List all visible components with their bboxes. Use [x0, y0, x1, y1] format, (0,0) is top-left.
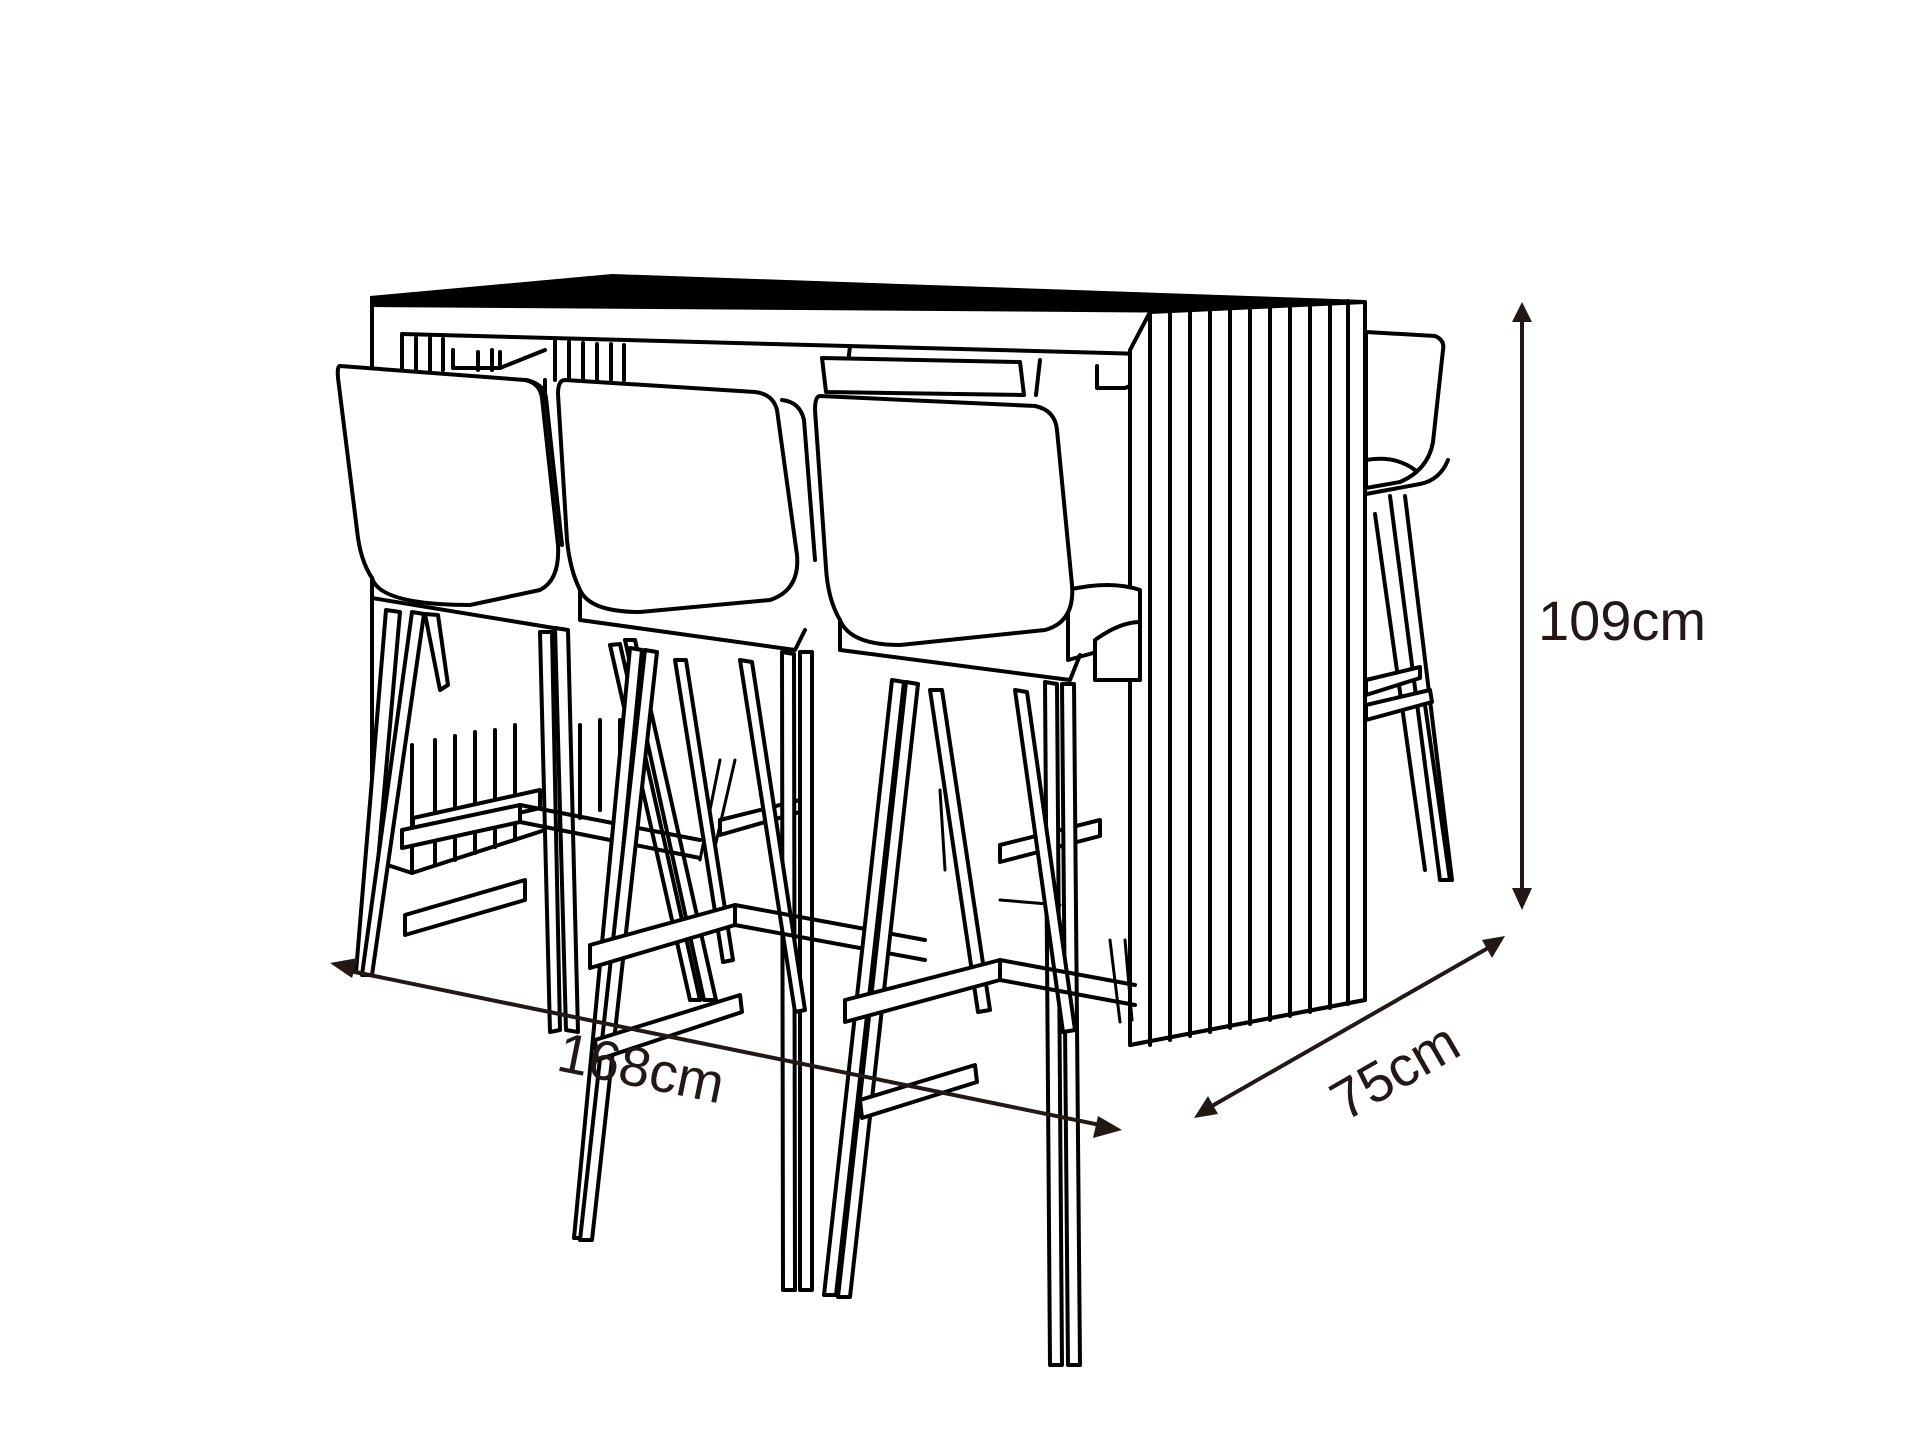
arrow-down-icon: [1512, 888, 1532, 910]
height-dimension: [1512, 302, 1532, 910]
depth-dimension: [1194, 936, 1505, 1118]
depth-label: 75cm: [1320, 1009, 1470, 1132]
arrow-up-right-icon: [1482, 936, 1505, 958]
side-stool-right: [1364, 330, 1454, 882]
front-stool-2: [556, 378, 927, 1292]
height-label: 109cm: [1538, 589, 1706, 652]
back-stools: [518, 356, 1142, 1024]
arrow-left-icon: [330, 958, 358, 978]
arrow-up-icon: [1512, 302, 1532, 322]
right-panel-slats: [1128, 299, 1367, 1047]
arrow-down-left-icon: [1194, 1096, 1218, 1118]
arrow-right-icon: [1093, 1116, 1122, 1138]
table-top: [370, 274, 1365, 312]
front-stool-3: [813, 394, 1137, 1367]
left-panel-slats: [414, 336, 626, 382]
length-dimension: [330, 958, 1122, 1138]
